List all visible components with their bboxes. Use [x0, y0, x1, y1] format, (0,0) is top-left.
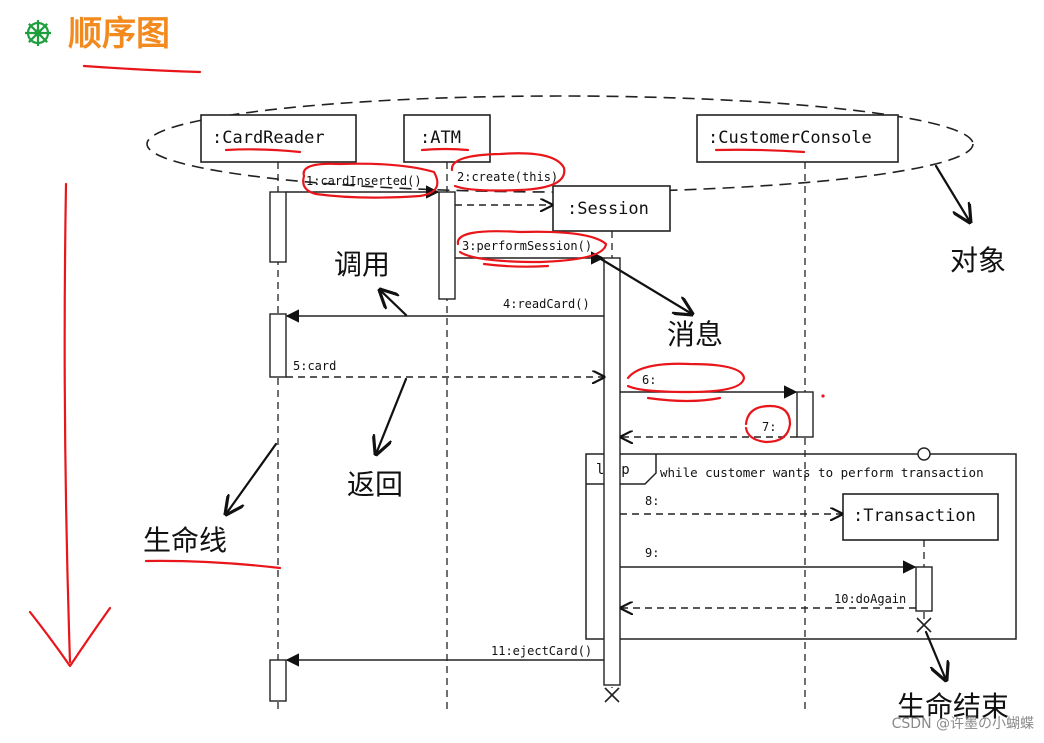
message-7-label: 7:: [762, 420, 776, 434]
activation-session: [603, 257, 621, 686]
destroy-marker-transaction: [916, 617, 932, 633]
annotation-objects: 对象: [950, 244, 1006, 277]
circle-message-2: [450, 152, 566, 192]
message-10-label: 10:doAgain: [834, 592, 906, 606]
annotation-arrows: [226, 164, 970, 680]
loop-corner-marker: [917, 447, 931, 461]
activation-atm: [438, 191, 456, 300]
activation-transaction: [915, 566, 933, 612]
object-session: :Session: [552, 185, 671, 232]
heading: 顺序图: [25, 14, 202, 74]
activation-card-reader-1: [269, 191, 287, 263]
message-11-label: 11:ejectCard(): [491, 644, 592, 658]
gear-icon: [25, 20, 51, 46]
circle-message-6: [626, 362, 746, 394]
object-customer-console-label: :CustomerConsole: [708, 128, 872, 148]
object-card-reader-label: :CardReader: [212, 128, 325, 148]
activations: [269, 191, 933, 702]
message-8: 8:: [620, 494, 842, 514]
message-1-label: 1:cardInserted(): [306, 174, 422, 188]
annotation-message: 消息: [667, 318, 723, 351]
message-9: 9:: [620, 546, 917, 574]
annotation-return: 返回: [347, 468, 403, 501]
object-atm-label: :ATM: [420, 128, 461, 148]
message-5-label: 5:card: [293, 359, 336, 373]
message-8-label: 8:: [645, 494, 659, 508]
red-dot: [821, 394, 825, 398]
message-3-label: 3:performSession(): [462, 239, 592, 253]
circle-message-1: [302, 162, 439, 199]
message-5: 5:card: [286, 359, 604, 377]
order-arrow-shaft: [63, 182, 72, 664]
underline-message-3: [482, 262, 550, 268]
order-arrow-head: [28, 606, 112, 668]
object-transaction: :Transaction: [842, 493, 999, 541]
arrow-message: [594, 254, 692, 314]
activation-customer-console: [796, 391, 814, 438]
annotation-invocation: 调用: [334, 248, 390, 281]
object-session-label: :Session: [567, 199, 649, 219]
annotation-lifeline: 生命线: [143, 524, 227, 557]
arrow-lifeline: [226, 442, 278, 514]
loop-guard: while customer wants to perform transact…: [660, 465, 984, 480]
object-customer-console: :CustomerConsole: [696, 114, 899, 163]
heading-underline: [82, 64, 202, 74]
annotation-labels: 对象 调用 消息 返回 生命线 生命结束: [143, 244, 1009, 723]
message-9-label: 9:: [645, 546, 659, 560]
red-pen-annotations: [28, 147, 825, 668]
arrow-return: [376, 377, 408, 454]
message-1: 1:cardInserted(): [286, 174, 440, 199]
underline-customer-console: [714, 148, 806, 154]
destroy-marker-session: [604, 687, 620, 703]
annotation-end-of-life: 生命结束: [897, 690, 1009, 723]
lifelines: [277, 162, 925, 712]
circle-message-3: [456, 230, 608, 264]
underline-card-reader: [224, 148, 302, 154]
message-11: 11:ejectCard(): [285, 644, 604, 667]
message-2: 2:create(this): [455, 170, 558, 205]
loop-frame-border: [585, 453, 1017, 640]
arrow-invocation: [380, 290, 408, 317]
circle-message-7: [744, 404, 792, 444]
activation-card-reader-3: [269, 659, 287, 702]
message-3: 3:performSession(): [455, 239, 605, 265]
object-card-reader: :CardReader: [200, 114, 357, 163]
message-7: 7:: [621, 420, 797, 437]
heading-title: 顺序图: [68, 14, 170, 54]
message-4: 4:readCard(): [285, 297, 604, 323]
arrow-end-of-life: [924, 630, 946, 680]
activation-card-reader-2: [269, 313, 287, 378]
message-6-label: 6:: [642, 373, 656, 387]
message-4-label: 4:readCard(): [503, 297, 590, 311]
watermark: CSDN @许墨の小蝴蝶: [892, 716, 1034, 732]
underline-message-6: [646, 396, 722, 403]
object-atm: :ATM: [403, 114, 491, 163]
message-10: 10:doAgain: [621, 592, 916, 608]
message-2-label: 2:create(this): [457, 170, 558, 184]
underline-atm: [420, 147, 470, 152]
underline-lifeline-label: [144, 559, 282, 570]
object-transaction-label: :Transaction: [853, 506, 976, 526]
arrow-to-objects: [934, 164, 970, 222]
loop-frame: loop while customer wants to perform tra…: [585, 447, 1017, 640]
